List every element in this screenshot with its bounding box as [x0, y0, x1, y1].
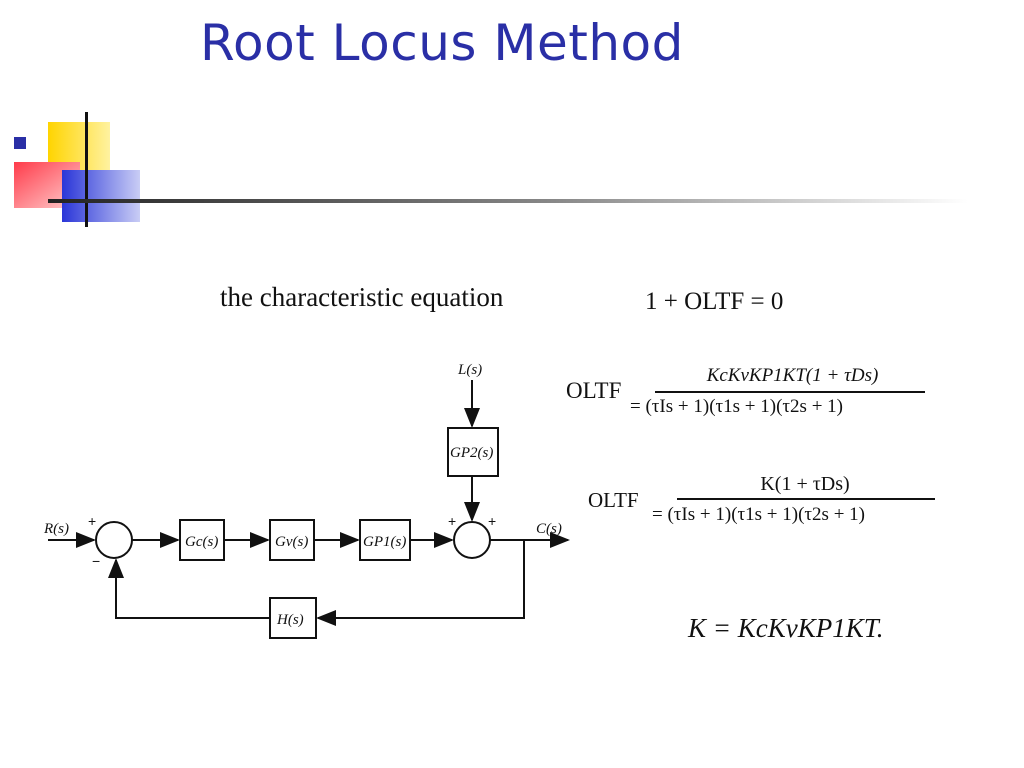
char-eq: 1 + OLTF = 0 [645, 288, 784, 315]
plus-sign-2b: + [488, 513, 496, 529]
oltf1-bar [655, 391, 925, 393]
vertical-rule [85, 112, 88, 227]
oltf-label-2: OLTF [588, 488, 639, 512]
oltf2-numerator: K(1 + τDs) [760, 473, 850, 495]
minus-sign-1: − [92, 553, 100, 569]
k-definition: K = KcKvKP1KT. [688, 613, 884, 643]
gc-label: Gc(s) [185, 534, 218, 550]
gp1-label: GP1(s) [363, 534, 406, 550]
horizontal-rule [48, 199, 968, 203]
h-label: H(s) [276, 612, 304, 628]
gp2-label: GP2(s) [450, 445, 493, 461]
oltf-label-1: OLTF [566, 378, 622, 403]
summing-junction-2 [453, 521, 491, 559]
output-label: C(s) [536, 521, 562, 537]
oltf1-numerator: KcKvKP1KT(1 + τDs) [706, 365, 879, 386]
bullet-square [14, 137, 26, 149]
gv-label: Gv(s) [275, 534, 308, 550]
char-eq-label: the characteristic equation [220, 282, 504, 312]
summing-junction-1 [95, 521, 133, 559]
plus-sign-1: + [88, 513, 96, 529]
block-diagram: R(s) C(s) L(s) Gc(s) Gv(s) GP1(s) GP2(s)… [43, 362, 570, 639]
blue-square [62, 170, 140, 222]
oltf2-bar [677, 498, 935, 500]
input-label: R(s) [43, 521, 69, 537]
slide-decoration [14, 112, 968, 227]
oltf1-denominator: = (τIs + 1)(τ1s + 1)(τ2s + 1) [630, 396, 843, 417]
oltf2-denominator: = (τIs + 1)(τ1s + 1)(τ2s + 1) [652, 504, 865, 525]
plus-sign-2a: + [448, 513, 456, 529]
load-label: L(s) [457, 362, 482, 378]
slide-title: Root Locus Method [200, 14, 684, 72]
